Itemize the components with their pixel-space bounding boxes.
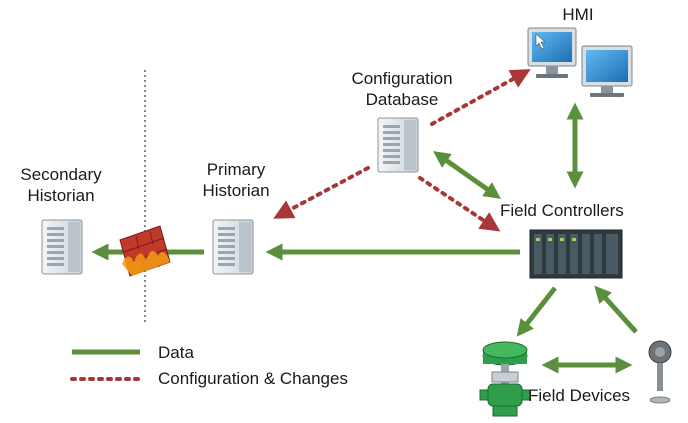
secondary-historian-label: Secondary Historian (20, 165, 102, 205)
config-flow-configdb-to-hmi (430, 69, 531, 126)
field-devices-label: Field Devices (528, 386, 631, 405)
config-flow-configdb-to-controllers (418, 176, 501, 232)
configuration-database-label: Configuration Database (351, 69, 453, 109)
field-controllers-label: Field Controllers (500, 201, 624, 220)
computer-monitors-icon (527, 27, 633, 97)
controller-rack-icon (529, 229, 623, 279)
config-flow-configdb-to-primary (273, 166, 370, 219)
legend-config-label: Configuration & Changes (158, 369, 348, 388)
primary-historian-label: Primary Historian (202, 160, 270, 200)
firewall-icon (119, 225, 171, 277)
legend-data-label: Data (158, 343, 194, 362)
primary-historian-server-icon (212, 219, 254, 275)
secondary-historian-server-icon (41, 219, 83, 275)
data-flow-configdb-controllers (433, 151, 501, 199)
configuration-database-server-icon (377, 117, 419, 173)
data-flow-transmitter-to-controllers (594, 285, 638, 334)
transmitter-icon (648, 340, 672, 404)
control-valve-icon (479, 341, 531, 417)
data-flow-controllers-to-valve (516, 286, 557, 337)
hmi-label: HMI (562, 5, 594, 24)
